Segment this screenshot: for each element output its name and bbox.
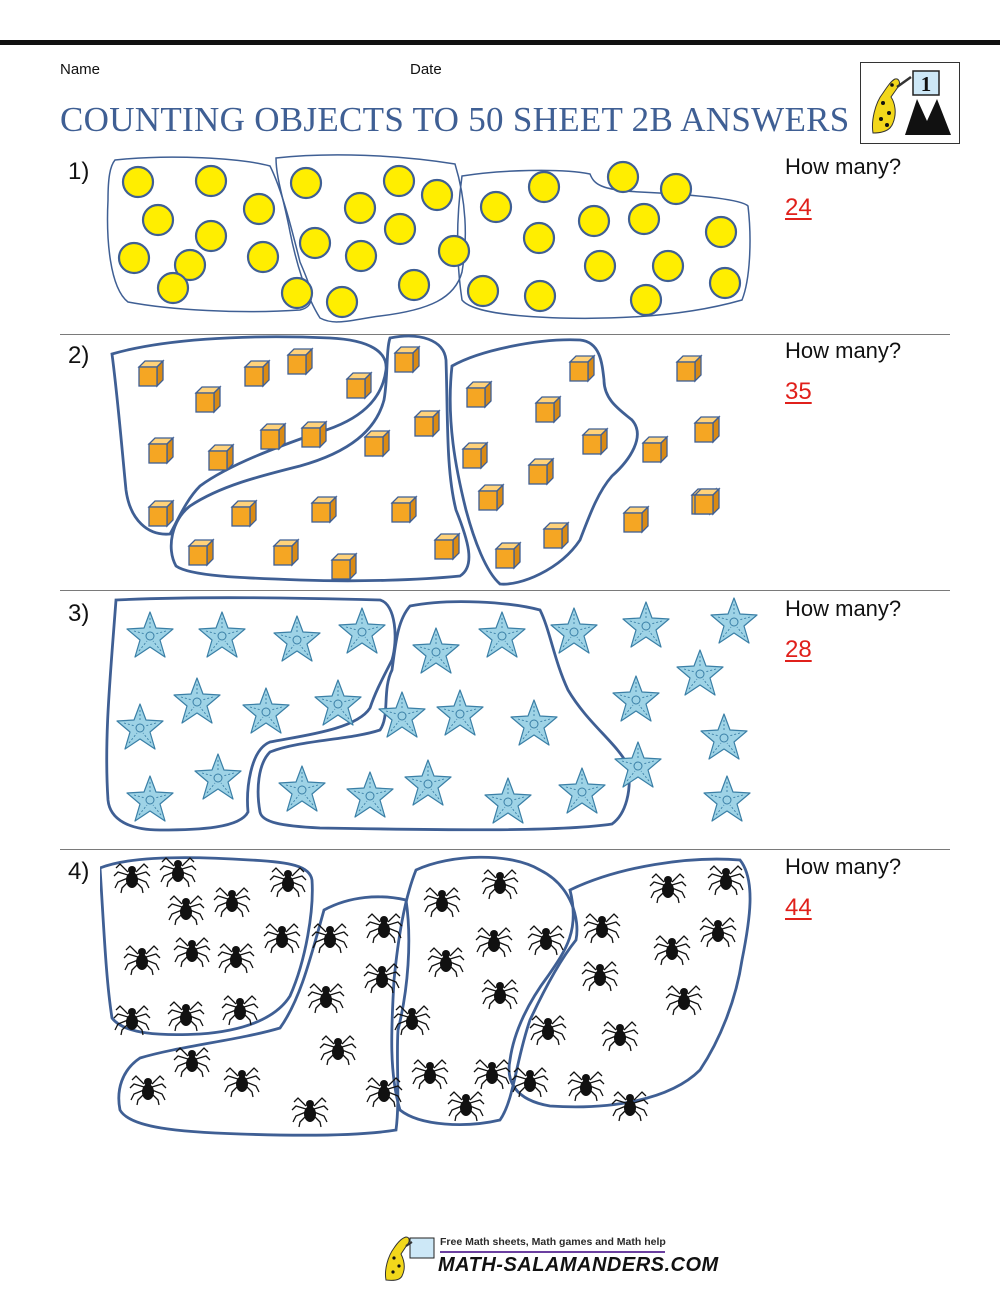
how-many-prompt-1: How many? [785,154,902,179]
how-many-prompt-2: How many? [785,338,902,363]
question-number-3: 3) [68,600,90,627]
row-divider-1 [60,334,950,335]
salamander-logo: 1 [860,62,960,144]
question-number-1: 1) [68,158,90,185]
footer-branding: Free Math sheets, Math games and Math he… [380,1232,718,1282]
answer-1: 24 [785,194,812,221]
question-number-4: 4) [68,858,90,885]
footer-tagline: Free Math sheets, Math games and Math he… [440,1236,666,1248]
top-rule [0,40,1000,45]
row-divider-2 [60,590,950,591]
counting-field-cubes [100,330,760,597]
answer-4: 44 [785,894,812,921]
row-divider-3 [60,849,950,850]
page-title: COUNTING OBJECTS TO 50 SHEET 2B ANSWERS [60,100,850,139]
counting-field-circles [100,150,760,337]
how-many-prompt-3: How many? [785,596,902,621]
footer-salamander-icon [385,1236,435,1281]
how-many-prompt-4: How many? [785,854,902,879]
counting-field-starfish [100,592,760,853]
logo-grade-number: 1 [921,72,932,96]
footer-site-name: MATH-SALAMANDERS.COM [438,1254,719,1276]
footer-rule [440,1251,665,1253]
name-label: Name [60,61,101,78]
answer-2: 35 [785,378,812,405]
date-label: Date [410,61,442,78]
answer-3: 28 [785,636,812,663]
question-number-2: 2) [68,342,90,369]
counting-field-spiders [98,850,760,1147]
